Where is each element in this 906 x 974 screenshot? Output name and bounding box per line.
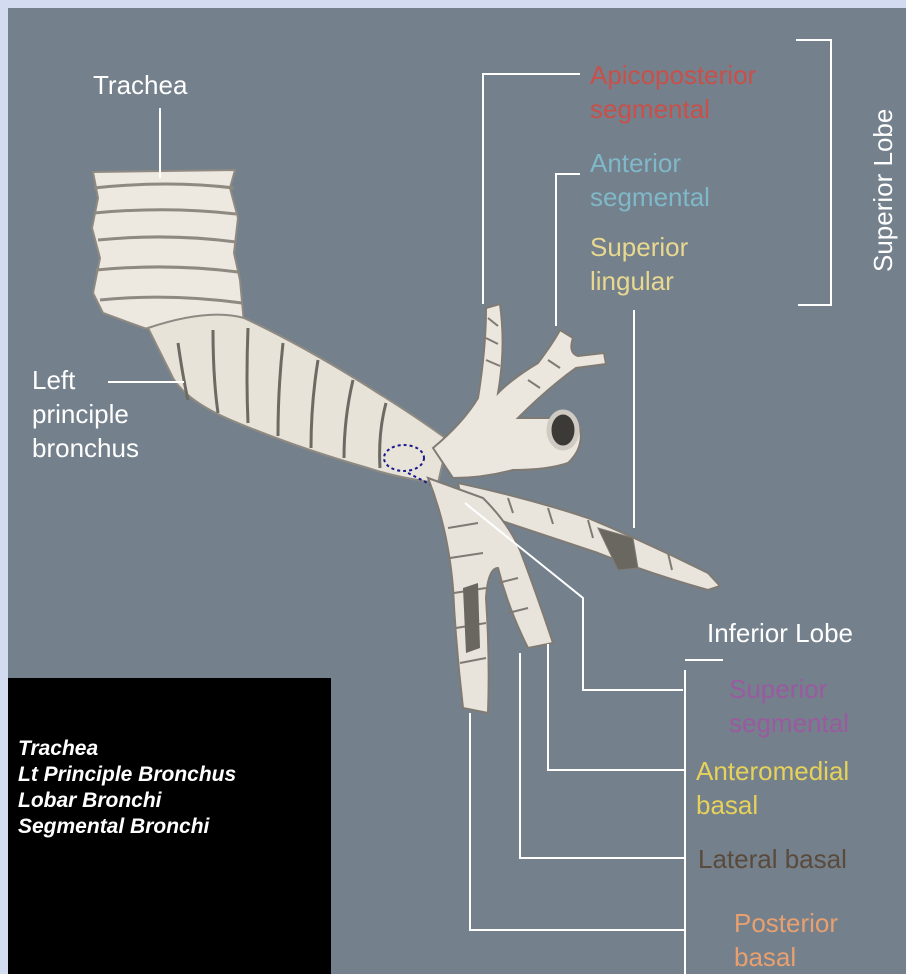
anterior-segmental-label: Anterior segmental [590, 146, 710, 214]
trachea-illustration [92, 170, 244, 338]
posterior-basal-label: Posterior basal [734, 906, 838, 974]
trachea-label: Trachea [93, 68, 187, 102]
legend-item-segmental-bronchi: Segmental Bronchi [18, 814, 236, 840]
anteromedial-basal-label: Anteromedial basal [696, 754, 849, 822]
superior-lingular-label: Superior lingular [590, 230, 688, 298]
left-principal-bronchus-illustration [148, 315, 448, 483]
lateral-basal-label: Lateral basal [698, 842, 847, 876]
legend-item-lt-principle-bronchus: Lt Principle Bronchus [18, 762, 236, 788]
superior-lobe-bronchi-illustration [384, 304, 720, 590]
diagram-canvas: Trachea Left principle bronchus Apicopos… [8, 8, 906, 974]
inferior-lobe-label: Inferior Lobe [707, 616, 853, 650]
legend-item-trachea: Trachea [18, 736, 236, 762]
superior-lobe-label: Superior Lobe [866, 109, 900, 272]
apicoposterior-segmental-label: Apicoposterior segmental [590, 58, 756, 126]
legend-item-lobar-bronchi: Lobar Bronchi [18, 788, 236, 814]
legend-box: Trachea Lt Principle Bronchus Lobar Bron… [8, 678, 331, 974]
legend-list: Trachea Lt Principle Bronchus Lobar Bron… [18, 736, 236, 840]
left-principle-bronchus-label: Left principle bronchus [32, 363, 139, 465]
superior-segmental-label: Superior segmental [729, 672, 849, 740]
